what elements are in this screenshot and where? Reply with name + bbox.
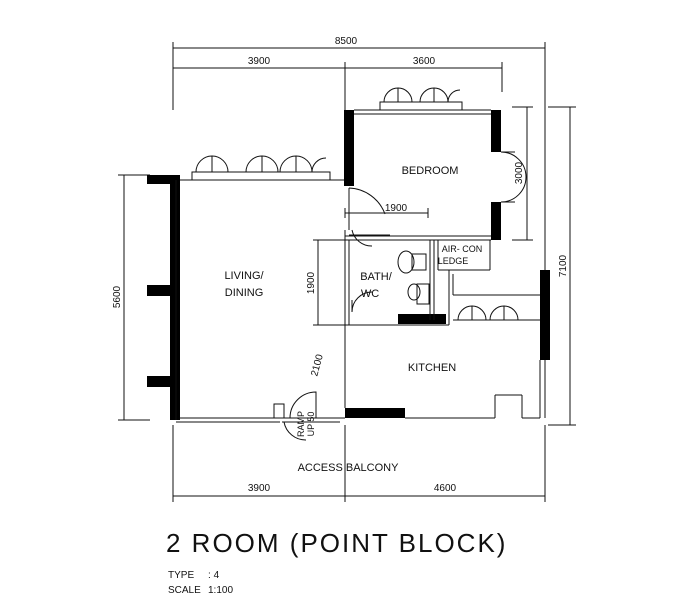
dim-bedroom-width: 3600 [413, 56, 436, 67]
label-ramp-line2: UP 50 [306, 412, 316, 437]
dim-overall-depth: 7100 [558, 254, 569, 277]
dim-door-2100: 2100 [309, 353, 325, 378]
label-living-line1: LIVING/ [224, 270, 264, 282]
dim-kitchen-width: 4600 [434, 483, 457, 494]
type-label: TYPE [168, 570, 195, 581]
dim-living-width-bottom: 3900 [248, 483, 271, 494]
type-separator: : [208, 570, 211, 581]
label-kitchen: KITCHEN [408, 362, 456, 374]
label-bedroom: BEDROOM [402, 165, 459, 177]
dim-bath-width: 1900 [385, 203, 408, 214]
scale-line: SCALE 1:100 [168, 585, 233, 596]
dimension-lines [118, 42, 576, 502]
plan-title: 2 ROOM (POINT BLOCK) [166, 528, 508, 558]
label-aircon-line2: LEDGE [438, 256, 469, 266]
dim-living-depth: 5600 [112, 285, 123, 308]
dim-bath-depth: 1900 [306, 271, 317, 294]
bath-fixtures [397, 250, 430, 305]
label-aircon-line1: AIR- CON [442, 244, 483, 254]
type-line: TYPE: 4 [168, 570, 219, 581]
doors [273, 187, 390, 441]
windows [191, 87, 527, 321]
dim-overall-width: 8500 [335, 36, 358, 47]
dim-bedroom-depth: 3000 [514, 161, 525, 184]
scale-value: 1:100 [208, 585, 234, 596]
dim-living-width-top: 3900 [248, 56, 271, 67]
label-living-line2: DINING [225, 287, 264, 299]
scale-label: SCALE [168, 585, 201, 596]
type-value: 4 [213, 570, 220, 581]
label-ramp-line1: RAMP [296, 411, 306, 437]
label-bath-line1: BATH/ [360, 271, 393, 283]
label-bath-line2: WC [361, 288, 379, 300]
label-access-balcony: ACCESS BALCONY [298, 462, 400, 474]
